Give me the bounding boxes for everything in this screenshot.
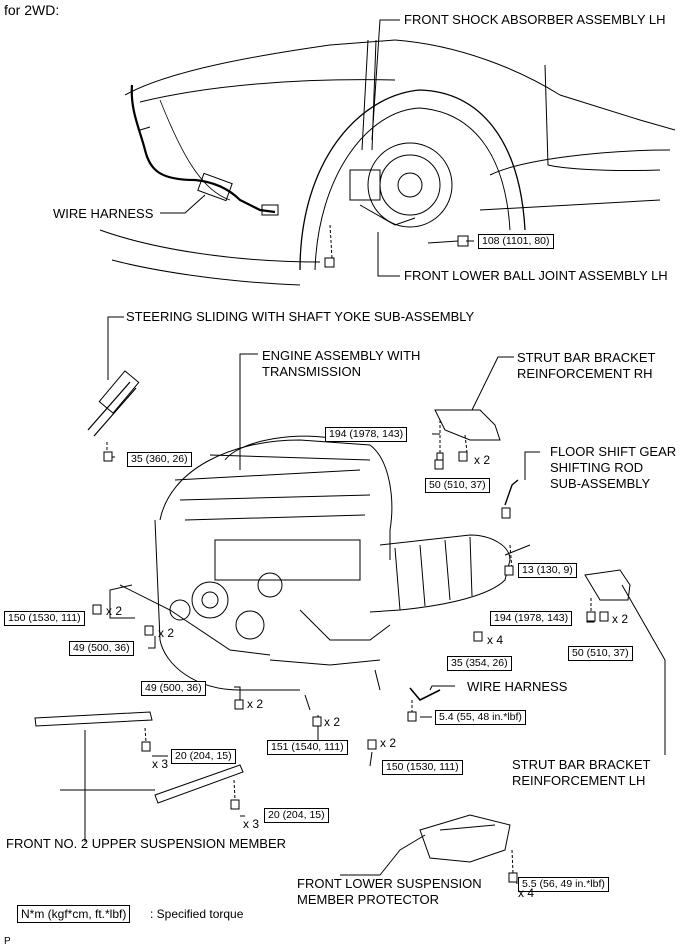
label-wire-harness-mid: WIRE HARNESS bbox=[467, 679, 568, 694]
torque-108: 108 (1101, 80) bbox=[478, 234, 554, 249]
multiplier-x2-strut-lh: x 2 bbox=[612, 612, 629, 626]
torque-20-upper: 20 (204, 15) bbox=[171, 749, 236, 764]
label-front-lower-ball-joint: FRONT LOWER BALL JOINT ASSEMBLY LH bbox=[404, 268, 668, 283]
lower-protector-drawing bbox=[419, 814, 514, 874]
label-front-lower-protector-line1: FRONT LOWER SUSPENSION bbox=[297, 876, 482, 891]
wire-harness-top-drawing bbox=[130, 84, 279, 216]
label-floor-shift-line3: SUB-ASSEMBLY bbox=[550, 476, 651, 491]
upper-suspension-member-drawing bbox=[34, 711, 244, 804]
wire-harness-mid-drawing bbox=[409, 687, 441, 712]
torque-151: 151 (1540, 111) bbox=[267, 740, 348, 755]
label-steering-sliding: STEERING SLIDING WITH SHAFT YOKE SUB-ASS… bbox=[126, 309, 475, 324]
multiplier-x3-lower: x 3 bbox=[243, 817, 260, 831]
torque-13: 13 (130, 9) bbox=[518, 563, 577, 578]
torque-5-5: 5.5 (56, 49 in.*lbf) bbox=[518, 877, 609, 892]
engine-drawing bbox=[119, 435, 531, 711]
torque-194-lh: 194 (1978, 143) bbox=[490, 611, 573, 626]
page-title: for 2WD: bbox=[4, 2, 60, 18]
multiplier-x2-150: x 2 bbox=[106, 604, 123, 618]
legend-description: : Specified torque bbox=[150, 907, 244, 921]
torque-5-4: 5.4 (55, 48 in.*lbf) bbox=[435, 710, 526, 725]
label-wire-harness-top: WIRE HARNESS bbox=[53, 206, 154, 221]
vehicle-body-drawing bbox=[99, 39, 676, 286]
label-engine-assembly-line1: ENGINE ASSEMBLY WITH bbox=[262, 348, 421, 363]
multiplier-x3-upper: x 3 bbox=[152, 757, 169, 771]
label-front-no2-upper-suspension: FRONT NO. 2 UPPER SUSPENSION MEMBER bbox=[6, 836, 287, 851]
multiplier-x2-151: x 2 bbox=[324, 715, 341, 729]
torque-49-left: 49 (500, 36) bbox=[69, 641, 134, 656]
label-strut-lh-line2: REINFORCEMENT LH bbox=[512, 773, 646, 788]
corner-mark: P bbox=[4, 936, 11, 947]
leader-lines bbox=[60, 19, 666, 885]
label-strut-lh-line1: STRUT BAR BRACKET bbox=[512, 757, 651, 772]
label-strut-rh-line1: STRUT BAR BRACKET bbox=[517, 350, 656, 365]
label-floor-shift-line1: FLOOR SHIFT GEAR bbox=[550, 444, 677, 459]
multiplier-x2-strut-rh: x 2 bbox=[474, 453, 491, 467]
torque-20-lower: 20 (204, 15) bbox=[264, 808, 329, 823]
label-floor-shift-line2: SHIFTING ROD bbox=[550, 460, 644, 475]
torque-49-center: 49 (500, 36) bbox=[141, 681, 206, 696]
torque-35-transmission: 35 (354, 26) bbox=[447, 656, 512, 671]
multiplier-x2-150-right: x 2 bbox=[380, 736, 397, 750]
torque-194-rh: 194 (1978, 143) bbox=[325, 427, 408, 442]
multiplier-x2-49-center: x 2 bbox=[247, 697, 264, 711]
legend-torque-units: N*m (kgf*cm, ft.*lbf) bbox=[17, 905, 131, 923]
label-front-shock-absorber: FRONT SHOCK ABSORBER ASSEMBLY LH bbox=[404, 12, 666, 27]
torque-150-right: 150 (1530, 111) bbox=[382, 760, 463, 775]
steering-shaft-drawing bbox=[87, 370, 140, 456]
torque-150-left: 150 (1530, 111) bbox=[4, 611, 85, 626]
multiplier-x4-5-5: x 4 bbox=[518, 886, 535, 900]
label-engine-assembly-line2: TRANSMISSION bbox=[262, 364, 361, 379]
label-front-lower-protector-line2: MEMBER PROTECTOR bbox=[297, 892, 440, 907]
multiplier-x4-35: x 4 bbox=[487, 633, 504, 647]
bolt-markers bbox=[92, 451, 609, 883]
torque-50-rh: 50 (510, 37) bbox=[425, 478, 490, 493]
torque-50-lh: 50 (510, 37) bbox=[568, 646, 633, 661]
multiplier-x2-49: x 2 bbox=[158, 626, 175, 640]
label-strut-rh-line2: REINFORCEMENT RH bbox=[517, 366, 653, 381]
torque-35-steering: 35 (360, 26) bbox=[127, 452, 192, 467]
